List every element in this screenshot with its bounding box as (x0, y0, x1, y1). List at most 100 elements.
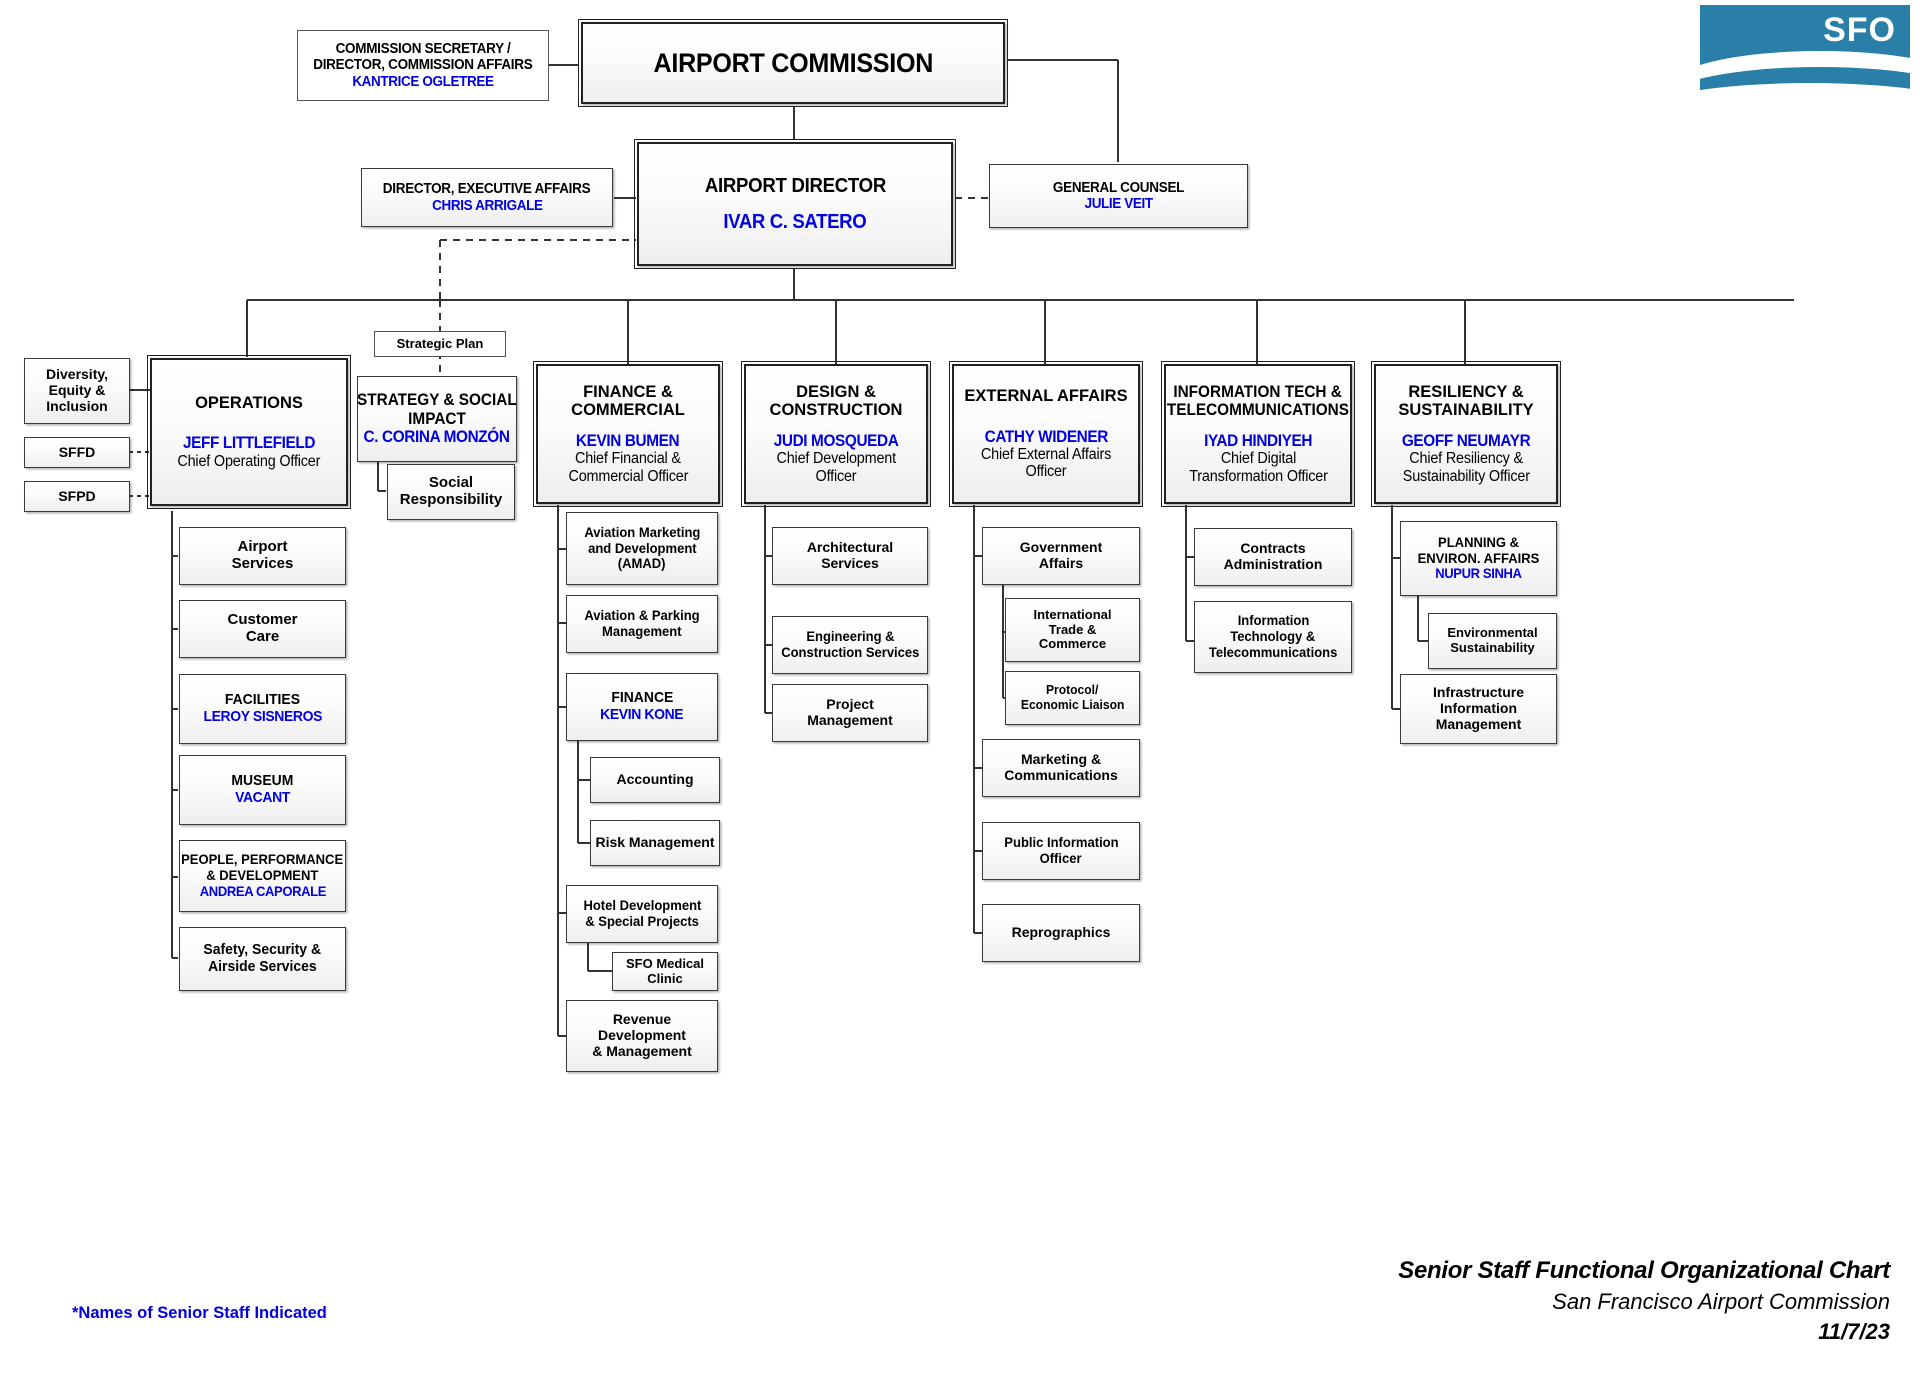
unit-line: Infrastructure (1432, 684, 1525, 701)
unit-line: Project (826, 696, 874, 713)
unit-line: Services (231, 555, 294, 572)
unit-revenue-development-management[interactable]: Revenue Development & Management (566, 1000, 718, 1072)
external-name: CATHY WIDENER (984, 427, 1108, 446)
unit-facilities[interactable]: FACILITIES LEROY SISNEROS (179, 674, 346, 744)
division-operations[interactable]: OPERATIONS JEFF LITTLEFIELD Chief Operat… (147, 355, 351, 509)
division-information-tech-telecom[interactable]: INFORMATION TECH & TELECOMMUNICATIONS IY… (1161, 361, 1355, 507)
unit-international-trade-commerce[interactable]: International Trade & Commerce (1005, 598, 1140, 662)
unit-line: Accounting (616, 771, 694, 788)
dei-line2: Equity & (48, 382, 106, 399)
unit-environmental-sustainability[interactable]: Environmental Sustainability (1428, 613, 1557, 669)
airport-commission-title: AIRPORT COMMISSION (653, 47, 933, 78)
unit-line: Management (602, 623, 682, 639)
strategic-plan-box[interactable]: Strategic Plan (374, 331, 506, 357)
unit-engineering-construction-services[interactable]: Engineering & Construction Services (772, 616, 928, 674)
unit-reprographics[interactable]: Reprographics (982, 904, 1140, 962)
unit-people-performance-development[interactable]: PEOPLE, PERFORMANCE & DEVELOPMENT ANDREA… (179, 840, 346, 912)
unit-customer-care[interactable]: Customer Care (179, 600, 346, 658)
airport-director-name: IVAR C. SATERO (723, 211, 867, 233)
diversity-equity-inclusion-box[interactable]: Diversity, Equity & Inclusion (24, 358, 130, 424)
airport-commission-box[interactable]: AIRPORT COMMISSION (578, 19, 1008, 107)
airport-director-title: AIRPORT DIRECTOR (704, 174, 886, 197)
division-design-construction[interactable]: DESIGN & CONSTRUCTION JUDI MOSQUEDA Chie… (741, 361, 931, 507)
unit-contracts-administration[interactable]: Contracts Administration (1194, 528, 1352, 586)
unit-line: Engineering & (805, 628, 895, 645)
sfpd-box[interactable]: SFPD (24, 481, 130, 512)
unit-public-information-officer[interactable]: Public Information Officer (982, 822, 1140, 880)
logo-text: SFO (1823, 11, 1896, 49)
resiliency-role-2: Sustainability Officer (1402, 467, 1530, 485)
unit-accounting[interactable]: Accounting (590, 757, 720, 803)
airport-director-box[interactable]: AIRPORT DIRECTOR IVAR C. SATERO (634, 139, 956, 269)
strategy-title-2: IMPACT (408, 409, 466, 428)
unit-sfo-medical-clinic[interactable]: SFO Medical Clinic (612, 952, 718, 991)
unit-line: Officer (1040, 850, 1082, 866)
unit-line: Government (1019, 539, 1103, 556)
unit-social-responsibility[interactable]: Social Responsibility (387, 464, 515, 520)
unit-line: Contracts (1240, 540, 1306, 557)
unit-line: Environmental (1447, 625, 1538, 641)
resiliency-name: GEOFF NEUMAYR (1401, 431, 1531, 450)
unit-safety-security-airside[interactable]: Safety, Security & Airside Services (179, 927, 346, 991)
commission-secretary-line1: COMMISSION SECRETARY / (335, 41, 511, 58)
resiliency-role-1: Chief Resiliency & (1409, 450, 1523, 468)
unit-hotel-development-special-projects[interactable]: Hotel Development & Special Projects (566, 885, 718, 943)
sffd-box[interactable]: SFFD (24, 437, 130, 468)
executive-affairs-box[interactable]: DIRECTOR, EXECUTIVE AFFAIRS CHRIS ARRIGA… (361, 168, 613, 227)
unit-risk-management[interactable]: Risk Management (590, 820, 720, 866)
unit-line: Management (1435, 715, 1522, 732)
unit-information-technology-telecom[interactable]: Information Technology & Telecommunicati… (1194, 601, 1352, 673)
footer-subtitle: San Francisco Airport Commission (1552, 1289, 1890, 1314)
unit-line: Communications (1004, 767, 1118, 783)
unit-line: Customer (227, 611, 298, 629)
unit-aviation-marketing-development[interactable]: Aviation Marketing and Development (AMAD… (566, 512, 718, 585)
unit-line: Management (807, 712, 893, 728)
unit-line: Aviation Marketing (583, 523, 700, 540)
general-counsel-title: GENERAL COUNSEL (1052, 179, 1185, 196)
unit-line: and Development (587, 539, 697, 556)
design-role-2: Officer (815, 467, 857, 485)
unit-finance[interactable]: FINANCE KEVIN KONE (566, 673, 718, 741)
division-external-affairs[interactable]: EXTERNAL AFFAIRS CATHY WIDENER Chief Ext… (949, 361, 1143, 507)
commission-secretary-name: KANTRICE OGLETREE (352, 73, 494, 90)
unit-project-management[interactable]: Project Management (772, 684, 928, 742)
unit-marketing-communications[interactable]: Marketing & Communications (982, 739, 1140, 797)
operations-title: OPERATIONS (195, 393, 303, 412)
unit-protocol-economic-liaison[interactable]: Protocol/ Economic Liaison (1005, 671, 1140, 725)
unit-airport-services[interactable]: Airport Services (179, 527, 346, 585)
strategy-name: C. CORINA MONZÓN (363, 428, 511, 447)
division-finance-commercial[interactable]: FINANCE & COMMERCIAL KEVIN BUMEN Chief F… (533, 361, 723, 507)
finance-title-2: COMMERCIAL (571, 401, 685, 420)
unit-museum[interactable]: MUSEUM VACANT (179, 755, 346, 825)
executive-affairs-name: CHRIS ARRIGALE (431, 197, 543, 214)
unit-line: Technology & (1230, 628, 1316, 645)
unit-line: Construction Services (780, 644, 920, 660)
unit-line: & Management (592, 1042, 692, 1059)
unit-planning-environ-affairs[interactable]: PLANNING & ENVIRON. AFFAIRS NUPUR SINHA (1400, 521, 1557, 596)
design-title-2: CONSTRUCTION (769, 401, 903, 420)
it-title-1: INFORMATION TECH & (1173, 382, 1343, 401)
it-role-2: Transformation Officer (1188, 467, 1328, 485)
operations-name: JEFF LITTLEFIELD (182, 434, 316, 453)
unit-name: VACANT (235, 789, 290, 806)
design-name: JUDI MOSQUEDA (773, 431, 899, 450)
unit-line: ENVIRON. AFFAIRS (1417, 549, 1540, 566)
division-resiliency-sustainability[interactable]: RESILIENCY & SUSTAINABILITY GEOFF NEUMAY… (1371, 361, 1561, 507)
unit-line: Marketing & (1020, 751, 1102, 768)
general-counsel-box[interactable]: GENERAL COUNSEL JULIE VEIT (989, 164, 1248, 228)
unit-line: Reprographics (1011, 924, 1111, 941)
unit-line: Hotel Development (583, 897, 701, 914)
unit-architectural-services[interactable]: Architectural Services (772, 527, 928, 585)
division-strategy-social-impact[interactable]: STRATEGY & SOCIAL IMPACT C. CORINA MONZÓ… (357, 376, 517, 462)
unit-line: SFO Medical (625, 955, 705, 971)
external-role-2: Officer (1025, 463, 1067, 481)
unit-infrastructure-information-management[interactable]: Infrastructure Information Management (1400, 674, 1557, 744)
unit-line: Architectural (806, 539, 894, 556)
commission-secretary-box[interactable]: COMMISSION SECRETARY / DIRECTOR, COMMISS… (297, 30, 549, 101)
unit-aviation-parking-management[interactable]: Aviation & Parking Management (566, 595, 718, 653)
unit-line: Safety, Security & (203, 941, 322, 959)
unit-government-affairs[interactable]: Government Affairs (982, 527, 1140, 585)
unit-line: Care (245, 628, 280, 645)
resiliency-title-1: RESILIENCY & (1408, 382, 1524, 401)
unit-line: PLANNING & (1437, 533, 1520, 550)
